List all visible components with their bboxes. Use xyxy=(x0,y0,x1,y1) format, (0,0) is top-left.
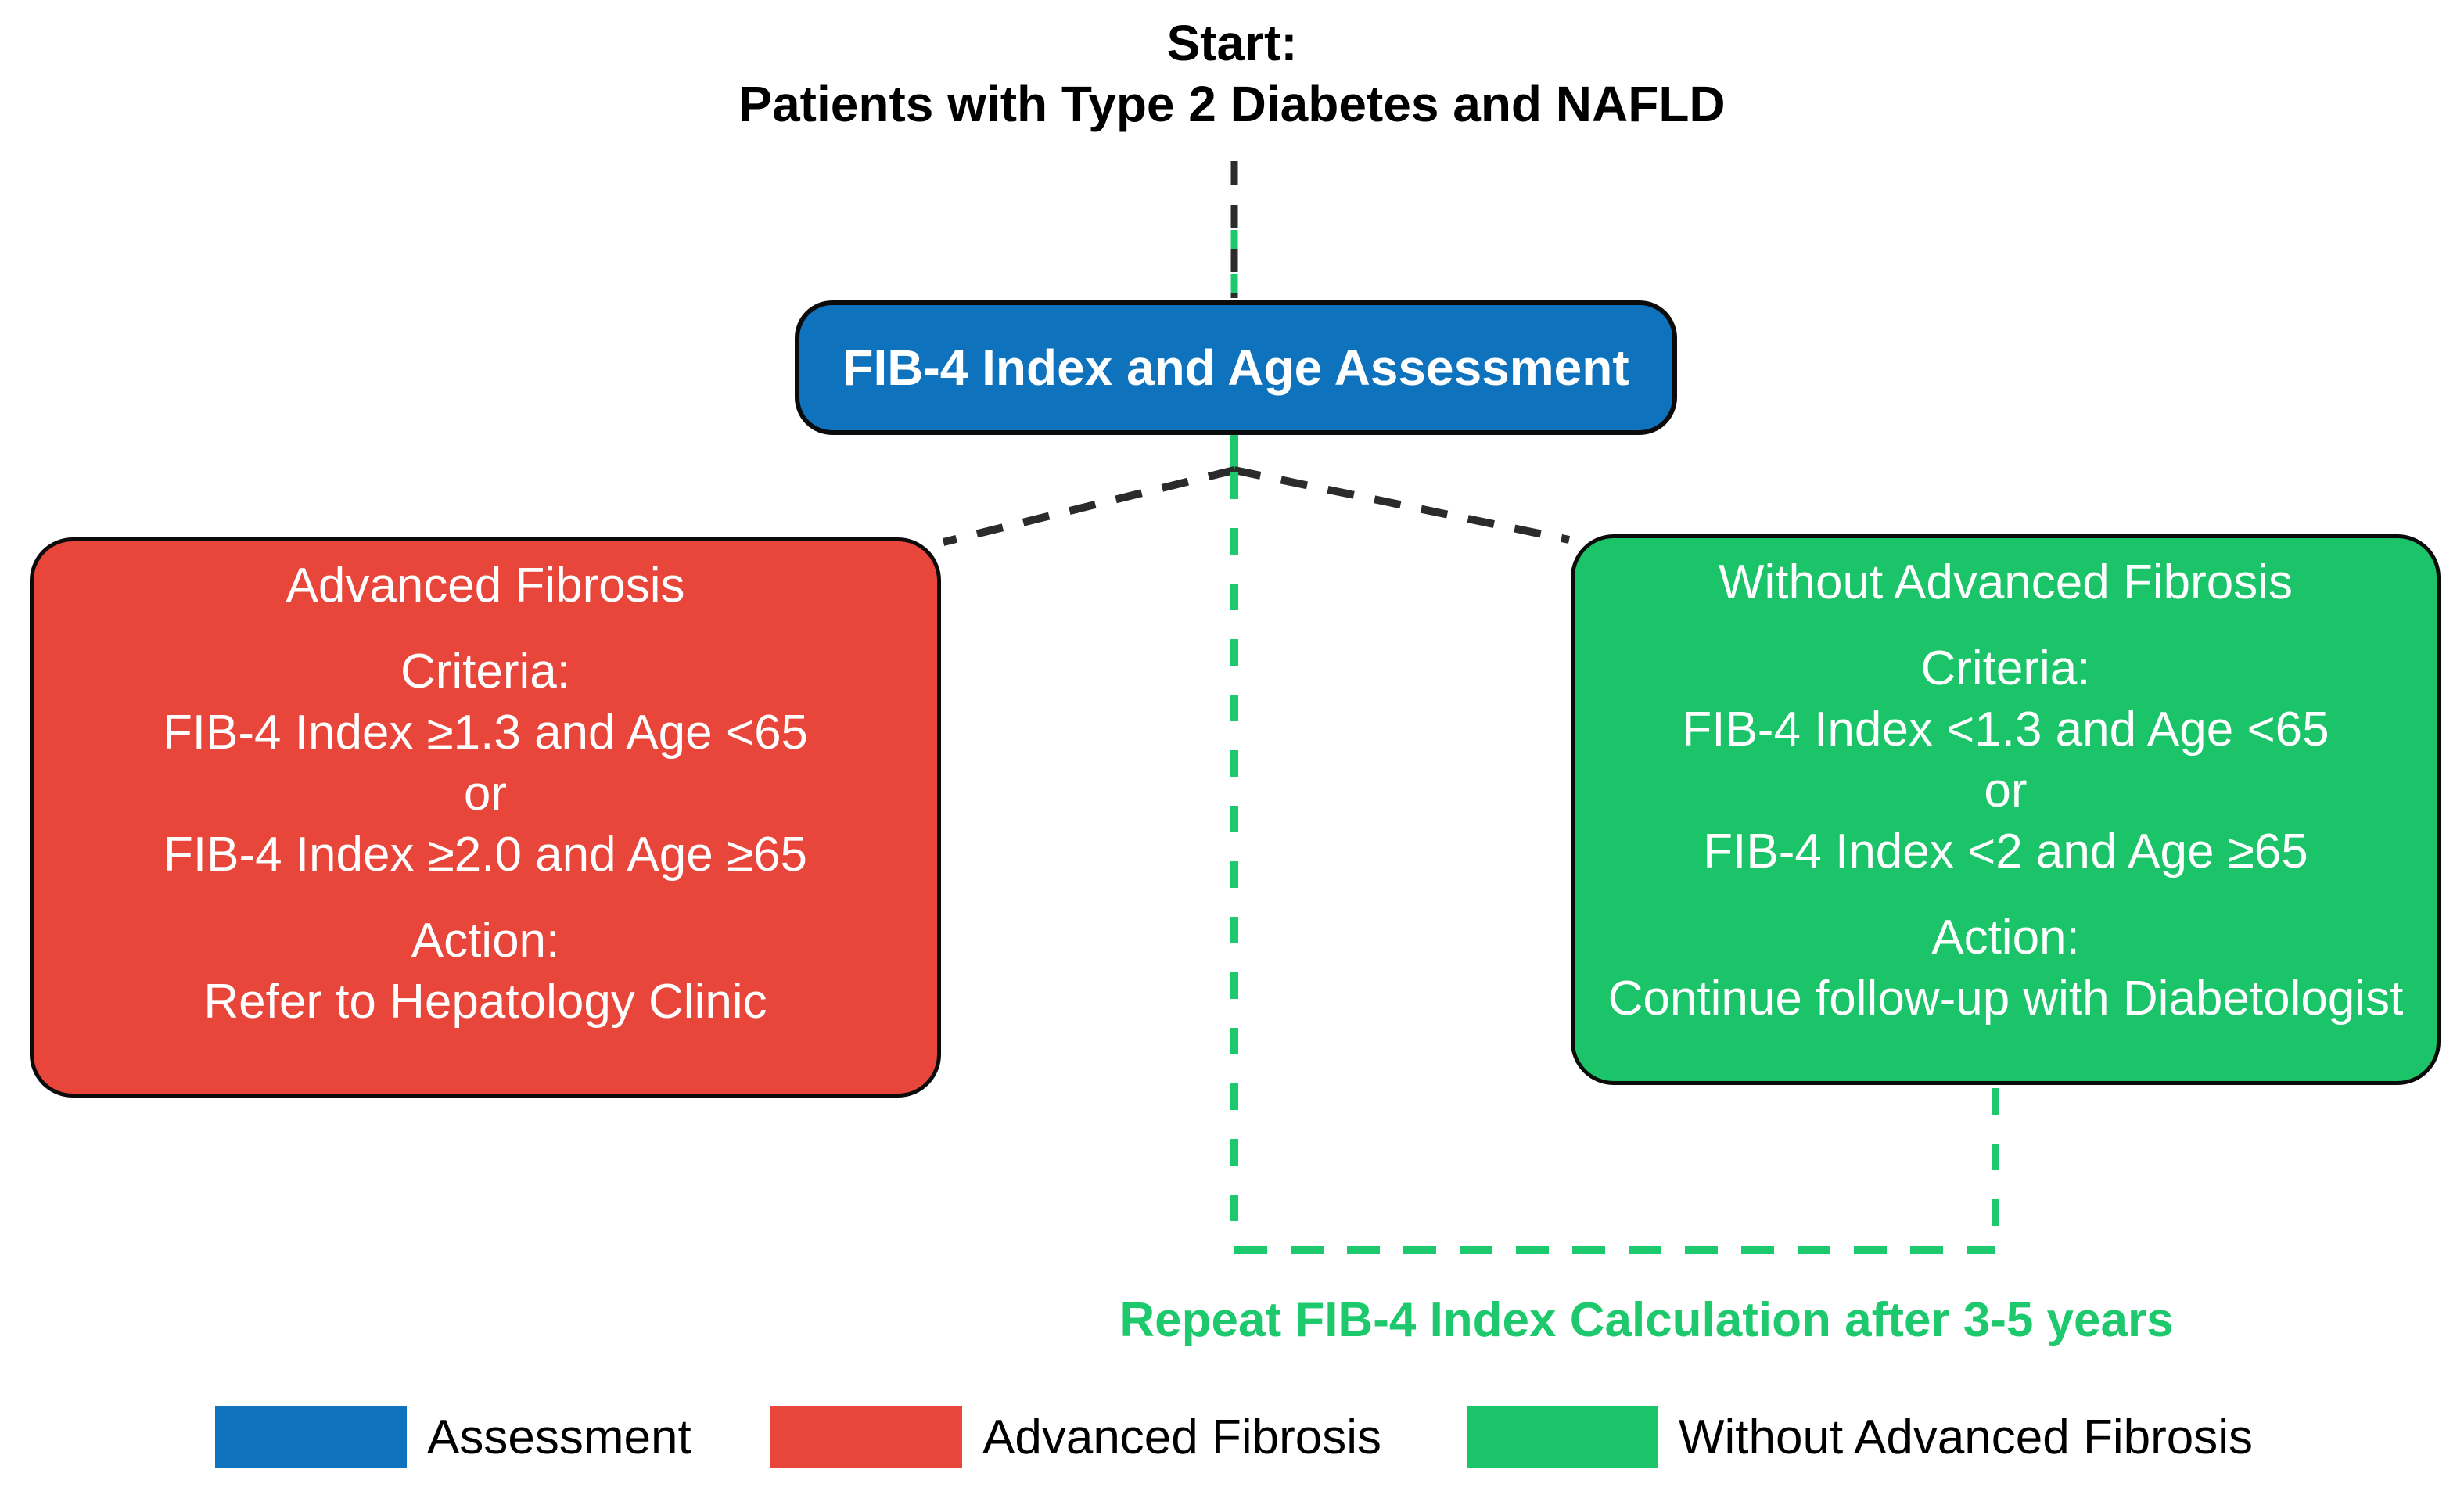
criteria-line-1: FIB-4 Index <1.3 and Age <65 xyxy=(1682,702,2329,756)
legend: Assessment Advanced Fibrosis Without Adv… xyxy=(0,1406,2464,1471)
advanced-fibrosis-title: Advanced Fibrosis xyxy=(286,559,685,613)
legend-label-assessment: Assessment xyxy=(427,1410,691,1464)
legend-item-without-advanced-fibrosis: Without Advanced Fibrosis xyxy=(1467,1406,2253,1468)
advanced-fibrosis-action-group: Action: Refer to Hepatology Clinic xyxy=(43,911,928,1033)
or-label: or xyxy=(1984,763,2028,817)
without-advanced-fibrosis-action-group: Action: Continue follow-up with Diabetol… xyxy=(1584,907,2427,1029)
without-advanced-fibrosis-criteria-group: Criteria: FIB-4 Index <1.3 and Age <65 o… xyxy=(1584,638,2427,882)
or-label: or xyxy=(463,767,508,821)
assessment-box: FIB-4 Index and Age Assessment xyxy=(795,300,1677,435)
criteria-line-1: FIB-4 Index ≥1.3 and Age <65 xyxy=(162,706,809,760)
legend-swatch-assessment xyxy=(215,1406,407,1468)
action-line: Refer to Hepatology Clinic xyxy=(203,975,767,1029)
legend-label-without-advanced-fibrosis: Without Advanced Fibrosis xyxy=(1679,1410,2254,1464)
advanced-fibrosis-criteria-group: Criteria: FIB-4 Index ≥1.3 and Age <65 o… xyxy=(43,641,928,886)
advanced-fibrosis-box: Advanced Fibrosis Criteria: FIB-4 Index … xyxy=(30,537,941,1098)
without-advanced-fibrosis-title: Without Advanced Fibrosis xyxy=(1718,555,2293,609)
legend-label-advanced-fibrosis: Advanced Fibrosis xyxy=(982,1410,1382,1464)
without-advanced-fibrosis-box: Without Advanced Fibrosis Criteria: FIB-… xyxy=(1571,534,2441,1085)
connector-branch-left xyxy=(942,466,1236,546)
action-label: Action: xyxy=(1931,911,2080,965)
legend-item-assessment: Assessment xyxy=(215,1406,691,1468)
criteria-line-2: FIB-4 Index ≥2.0 and Age ≥65 xyxy=(163,828,807,882)
connector-branch-right xyxy=(1233,466,1571,544)
start-line1: Start: xyxy=(1166,15,1298,71)
action-line: Continue follow-up with Diabetologist xyxy=(1607,972,2404,1026)
start-label: Start: Patients with Type 2 Diabetes and… xyxy=(0,13,2464,135)
legend-swatch-advanced-fibrosis xyxy=(770,1406,962,1468)
criteria-label: Criteria: xyxy=(400,645,571,699)
criteria-line-2: FIB-4 Index <2 and Age ≥65 xyxy=(1703,825,2308,878)
legend-item-advanced-fibrosis: Advanced Fibrosis xyxy=(770,1406,1381,1468)
start-line2: Patients with Type 2 Diabetes and NAFLD xyxy=(738,76,1726,132)
criteria-label: Criteria: xyxy=(1920,641,2091,695)
action-label: Action: xyxy=(411,914,560,968)
legend-swatch-without-advanced-fibrosis xyxy=(1467,1406,1658,1468)
assessment-box-label: FIB-4 Index and Age Assessment xyxy=(842,340,1629,396)
repeat-note-label: Repeat FIB-4 Index Calculation after 3-5… xyxy=(1119,1293,2174,1347)
